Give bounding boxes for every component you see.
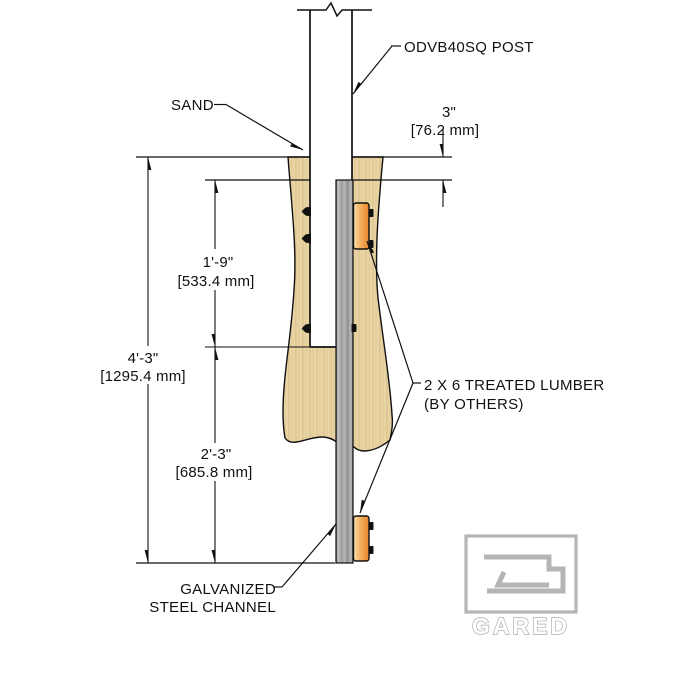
dim-text-bg-overall — [95, 346, 192, 384]
label-channel-line1: GALVANIZED — [180, 581, 276, 598]
dim-upper-imperial: 1'-9" — [203, 254, 234, 271]
post-break-line — [297, 1, 372, 18]
label-post: ODVB40SQ POST — [404, 39, 534, 56]
bottom-lumber-nut-2 — [369, 546, 374, 554]
bolt-head-2 — [301, 233, 311, 244]
label-lumber-line1: 2 X 6 TREATED LUMBER — [424, 377, 605, 394]
dim-3in-metric: [76.2 mm] — [411, 122, 480, 139]
dim-text-bg-lower — [168, 443, 260, 481]
dim-upper-metric: [533.4 mm] — [177, 273, 254, 290]
top-lumber-nut-2 — [369, 240, 374, 248]
bottom-lumber-nut-1 — [369, 522, 374, 530]
leader-lumber — [359, 240, 421, 514]
leader-channel — [273, 523, 337, 588]
gared-logo-g-icon — [484, 554, 566, 594]
label-sand: SAND — [171, 97, 214, 114]
label-lumber-line2: (BY OTHERS) — [424, 396, 524, 413]
dim-text-bg-upper — [178, 249, 258, 290]
gared-logo-text: GARED — [472, 613, 570, 639]
bolt-head-3 — [301, 323, 311, 334]
steel-channel — [335, 179, 354, 564]
gared-logo-box — [464, 534, 578, 614]
leader-post — [352, 45, 401, 95]
label-channel-line2: STEEL CHANNEL — [149, 599, 276, 616]
dim-overall-metric: [1295.4 mm] — [100, 368, 186, 385]
dim-overall-imperial: 4'-3" — [128, 350, 159, 367]
gared-logo: GARED — [464, 534, 578, 640]
top-lumber-nut-1 — [369, 209, 374, 217]
channel-nut — [351, 324, 357, 332]
dim-lower-imperial: 2'-3" — [201, 446, 232, 463]
dim-3in-imperial: 3" — [442, 104, 456, 121]
leader-sand — [214, 103, 304, 151]
bolt-head-1 — [301, 206, 311, 217]
gared-logo-g-bar — [494, 570, 549, 588]
top-lumber-block — [352, 202, 370, 250]
bottom-lumber-block — [352, 515, 370, 562]
dim-lower-metric: [685.8 mm] — [175, 464, 252, 481]
